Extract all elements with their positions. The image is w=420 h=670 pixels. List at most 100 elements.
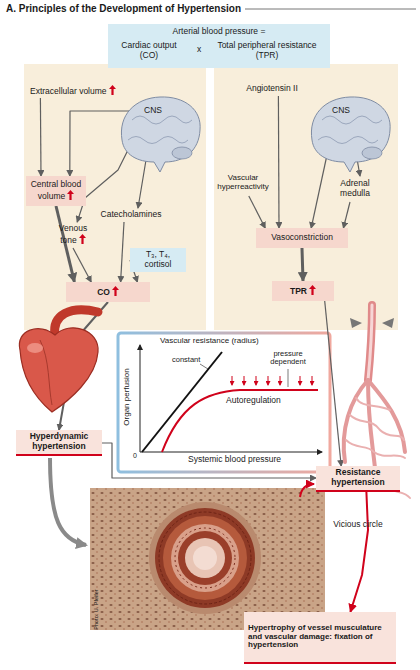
cns-label: CNS bbox=[326, 104, 356, 118]
graphic-path bbox=[162, 390, 318, 452]
formula-text: Arterial blood pressure = bbox=[108, 27, 330, 37]
axis-label: Organ perfusion bbox=[123, 362, 133, 432]
axis-label: Systemic blood pressure bbox=[188, 455, 281, 464]
graphic-line bbox=[200, 364, 208, 369]
connector bbox=[325, 301, 342, 466]
graphic-path bbox=[368, 305, 372, 380]
node-text: Hypertrophy of vessel musculature and va… bbox=[248, 623, 382, 650]
node-text: CNS bbox=[144, 105, 162, 115]
node-text: T₃, T₄, cortisol bbox=[145, 249, 172, 269]
connector bbox=[73, 248, 91, 282]
node-text: Adrenal medulla bbox=[340, 178, 370, 198]
graphic-circle bbox=[149, 502, 261, 614]
increase-arrow bbox=[309, 285, 316, 295]
graphic-rect bbox=[118, 333, 330, 472]
node-text: Central blood volume bbox=[31, 179, 82, 201]
node-text: CO bbox=[97, 287, 110, 297]
curve-label: constant bbox=[172, 356, 200, 364]
graphic-path bbox=[121, 97, 200, 172]
increase-arrow-shape bbox=[309, 285, 316, 295]
graphic-path bbox=[268, 376, 269, 385]
node-text: TPR bbox=[290, 286, 307, 296]
connector bbox=[102, 443, 316, 478]
factor-text: Venous tone bbox=[52, 222, 94, 248]
factor-box: Central blood volume bbox=[26, 176, 86, 206]
factor-text: Catecholamines bbox=[96, 208, 166, 222]
graphic-path bbox=[350, 318, 362, 328]
graphic-rect bbox=[90, 488, 325, 630]
formula-text: Cardiac output (CO) bbox=[114, 41, 184, 60]
graphic-path bbox=[244, 376, 245, 385]
text-cell: Extracellular volume bbox=[30, 85, 118, 97]
hypertension-box: Hyperdynamic hypertension bbox=[16, 430, 102, 456]
increase-arrow bbox=[79, 234, 86, 244]
chart-title: Vascular resistance (radius) bbox=[160, 337, 259, 346]
graphic-path bbox=[19, 328, 98, 412]
graphic-rect bbox=[90, 488, 325, 630]
increase-arrow bbox=[112, 286, 119, 296]
text-cell: TPR bbox=[274, 285, 332, 297]
diagram-title: A. Principles of the Development of Hype… bbox=[4, 2, 245, 15]
graphic-path bbox=[132, 116, 192, 124]
text-cell: Vascular hyperreactivity bbox=[216, 174, 270, 192]
node-text: Hyperdynamic hypertension bbox=[30, 431, 89, 451]
autoregulation-chart bbox=[118, 333, 330, 472]
graphic-circle bbox=[185, 538, 225, 578]
cause-text: Extracellular volume bbox=[26, 84, 122, 98]
graphic-path bbox=[311, 97, 390, 172]
connector bbox=[343, 202, 350, 228]
graphic-path bbox=[300, 376, 301, 385]
graphic-path bbox=[318, 137, 378, 144]
graphic-path bbox=[312, 376, 313, 385]
graphic-path bbox=[356, 398, 390, 410]
text-cell: Resistance hypertension bbox=[318, 468, 398, 487]
text-cell: Angiotensin II bbox=[242, 84, 302, 94]
cycle-label: Vicious circle bbox=[330, 520, 386, 529]
graphic-path bbox=[128, 137, 188, 144]
graphic-circle bbox=[155, 508, 255, 608]
brain-illustration bbox=[121, 97, 200, 172]
effect-box: Vasoconstriction bbox=[256, 228, 348, 248]
graphic-path bbox=[368, 305, 372, 380]
text-cell: Hyperdynamic hypertension bbox=[18, 432, 100, 451]
increase-arrow-shape bbox=[109, 85, 116, 95]
graphic-line bbox=[140, 452, 322, 453]
vicious-circle-arrow bbox=[300, 484, 314, 497]
cardiac-band bbox=[24, 64, 206, 330]
graphic-path bbox=[382, 318, 394, 328]
text-cell: Hypertrophy of vessel musculature and va… bbox=[248, 624, 392, 651]
graphic-circle bbox=[159, 512, 251, 604]
graphic-path bbox=[350, 415, 404, 440]
text-cell: Vasoconstriction bbox=[258, 233, 346, 243]
graphic-path bbox=[322, 116, 382, 124]
node-text: Resistance hypertension bbox=[331, 467, 384, 487]
graphic-ellipse bbox=[172, 147, 192, 159]
histology-photo bbox=[90, 488, 325, 630]
node-text: Vascular hyperreactivity bbox=[217, 173, 269, 191]
text-cell: T₃, T₄, cortisol bbox=[132, 250, 184, 269]
node-text: CNS bbox=[332, 105, 350, 115]
increase-arrow-shape bbox=[67, 190, 74, 200]
graphic-ellipse bbox=[362, 147, 382, 159]
connector bbox=[350, 492, 368, 612]
connector bbox=[278, 96, 280, 228]
graphic-circle bbox=[193, 546, 217, 570]
graphic-path bbox=[346, 440, 405, 458]
graphic-g bbox=[232, 376, 312, 385]
text-cell: CNS bbox=[140, 106, 166, 116]
cause-text: Angiotensin II bbox=[240, 82, 304, 96]
graphic-circle bbox=[163, 516, 247, 600]
progression-arrow bbox=[50, 458, 86, 545]
increase-arrow-shape bbox=[112, 286, 119, 296]
graphic-line bbox=[142, 352, 222, 452]
node-text: Catecholamines bbox=[101, 209, 162, 219]
output-box: TPR bbox=[272, 281, 334, 301]
formula-text: x bbox=[192, 45, 206, 55]
text-cell: Adrenal medulla bbox=[332, 179, 378, 198]
cns-label: CNS bbox=[138, 104, 168, 118]
heart-illustration bbox=[19, 310, 98, 412]
axis-origin: 0 bbox=[133, 452, 137, 460]
node-text: Extracellular volume bbox=[30, 86, 107, 96]
